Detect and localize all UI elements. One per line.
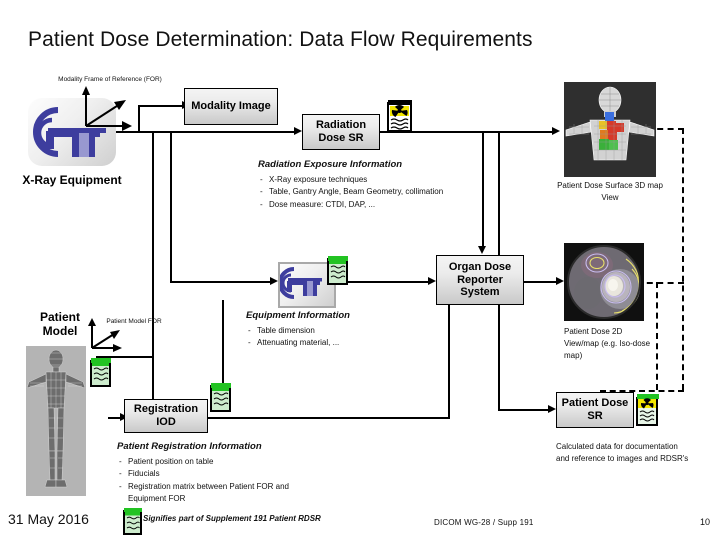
- modality-for-label: Modality Frame of Reference (FOR): [58, 76, 162, 83]
- flow-line-organ-to-2dmap: [524, 281, 560, 283]
- flow-line-registration-vertical: [222, 300, 224, 392]
- node-organ-dose-reporter-label: Organ Dose Reporter System: [448, 260, 512, 299]
- arrowhead-dose-surface: [552, 126, 560, 135]
- xray-equipment-label: X-Ray Equipment: [22, 173, 122, 187]
- node-registration-iod-label: Registration IOD: [133, 403, 199, 428]
- rdsr-sheet-icon-patient-model: [88, 356, 114, 389]
- flow-line-pdsr-in: [498, 409, 552, 411]
- rdsr-sheet-icon-patient-dose-sr: [634, 392, 662, 428]
- footer-legend-icon: [121, 506, 145, 537]
- info-bullet: -X-Ray exposure techniques: [260, 175, 368, 184]
- dashed-feedback-riser: [682, 128, 684, 390]
- node-registration-iod[interactable]: Registration IOD: [124, 399, 208, 433]
- rdsr-green-sheet-glyph: [90, 358, 111, 387]
- flow-line-equipment-info-in: [170, 281, 274, 283]
- arrowhead-dose-2d: [556, 276, 564, 285]
- rdsr-sheet-glyph: [387, 100, 412, 132]
- equipment-info-icon: [278, 262, 336, 308]
- patient-model-image: [26, 346, 86, 496]
- info-bullet: -Dose measure: CTDI, DAP, ...: [260, 199, 376, 209]
- rdsr-green-radiation-sheet-glyph: [636, 394, 659, 426]
- patient-model-for-axes: [88, 318, 122, 352]
- arrowhead-equipment-icon: [270, 276, 278, 285]
- dose-surface-3d-image: [564, 82, 656, 177]
- patient-model-render: [26, 346, 86, 496]
- dashed-feedback-bottom: [600, 390, 684, 392]
- flow-line-organ-to-pdsr: [498, 281, 500, 411]
- info-bullet: -Registration matrix between Patient FOR…: [119, 481, 289, 504]
- patient-model-for-label: Patient Model FOR: [106, 318, 162, 325]
- info-heading-radiation: Radiation Exposure Information: [258, 159, 403, 170]
- dose-2d-map-caption: Patient Dose 2D View/map (e.g. Iso-dose …: [564, 327, 651, 360]
- c-arm-glyph: [33, 107, 106, 157]
- flow-line-organ-up: [498, 131, 500, 281]
- flow-line-modality-in: [138, 105, 184, 107]
- arrowhead-organ-dose-left: [428, 276, 436, 285]
- footer-legend: Signifies part of Supplement 191 Patient…: [143, 514, 321, 523]
- xray-equipment-icon: [28, 98, 116, 166]
- arrowhead-patient-dose-sr: [548, 404, 556, 413]
- info-bullet: -Patient position on table: [119, 457, 214, 466]
- info-bullets-registration: -Patient position on table -Fiducials -R…: [119, 456, 335, 506]
- rdsr-radiation-sheet-icon: [384, 98, 416, 134]
- flow-line-equipment-out: [113, 131, 298, 133]
- arrowhead-organ-dose-top: [478, 246, 486, 254]
- rdsr-green-sheet-glyph: [123, 508, 142, 535]
- dose-2d-map-render: [564, 243, 644, 321]
- page-title: Patient Dose Determination: Data Flow Re…: [28, 28, 533, 51]
- node-modality-image[interactable]: Modality Image: [184, 88, 278, 125]
- flow-line-registration-out: [208, 417, 450, 419]
- flow-line-rdsr-down: [482, 131, 484, 246]
- info-bullet: -Fiducials: [119, 469, 160, 479]
- dose-surface-3d-render: [564, 82, 656, 177]
- rdsr-sheet-icon-equipment: [325, 254, 351, 287]
- dose-surface-3d-caption: Patient Dose Surface 3D map View: [557, 181, 663, 202]
- dashed-feedback-to-2dmap: [626, 282, 684, 284]
- dose-2d-map-image: [564, 243, 644, 321]
- flow-line-rdsr-out: [380, 131, 484, 133]
- node-patient-dose-sr[interactable]: Patient Dose SR: [556, 392, 634, 428]
- arrowhead-radiation-dose-sr: [294, 126, 302, 135]
- node-radiation-dose-sr[interactable]: Radiation Dose SR: [302, 114, 380, 150]
- flow-line-registration-down: [152, 131, 154, 418]
- flow-line-equipment-down: [170, 131, 172, 283]
- rdsr-green-sheet-glyph: [210, 383, 231, 412]
- node-radiation-dose-sr-label: Radiation Dose SR: [315, 119, 367, 144]
- flow-line-modality-riser: [138, 105, 140, 133]
- flow-line-registration-in: [108, 417, 124, 419]
- flow-line-patient-model-out: [96, 356, 152, 358]
- info-heading-equipment: Equipment Information: [246, 310, 350, 321]
- flow-line-equipment-to-organ: [332, 281, 432, 283]
- node-modality-image-label: Modality Image: [191, 100, 271, 113]
- rdsr-green-sheet-glyph: [327, 256, 348, 285]
- footer-date: 31 May 2016: [8, 511, 89, 527]
- info-bullets-equipment: -Table dimension -Attenuating material, …: [248, 325, 339, 350]
- info-bullet: -Attenuating material, ...: [248, 338, 340, 348]
- info-bullet: -Table, Gantry Angle, Beam Geometry, col…: [260, 187, 444, 197]
- node-patient-dose-sr-label: Patient Dose SR: [561, 397, 629, 422]
- modality-for-axes: [82, 86, 132, 131]
- patient-dose-sr-note: Calculated data for documentation and re…: [556, 442, 689, 463]
- flow-line-registration-riser: [448, 305, 450, 419]
- footer-center-text: DICOM WG-28 / Supp 191: [434, 518, 534, 527]
- footer-page-number: 10: [700, 517, 711, 527]
- info-bullet: -Table dimension: [248, 326, 315, 335]
- flow-line-rdsr-to-surface: [484, 131, 556, 133]
- rdsr-sheet-icon-registration: [208, 381, 234, 414]
- c-arm-glyph-small: [278, 267, 322, 299]
- dashed-feedback-inner: [656, 282, 658, 390]
- node-organ-dose-reporter[interactable]: Organ Dose Reporter System: [436, 255, 524, 305]
- info-heading-registration: Patient Registration Information: [117, 441, 262, 452]
- info-bullets-radiation: -X-Ray exposure techniques -Table, Gantr…: [260, 174, 443, 211]
- patient-model-label: Patient Model: [39, 310, 80, 339]
